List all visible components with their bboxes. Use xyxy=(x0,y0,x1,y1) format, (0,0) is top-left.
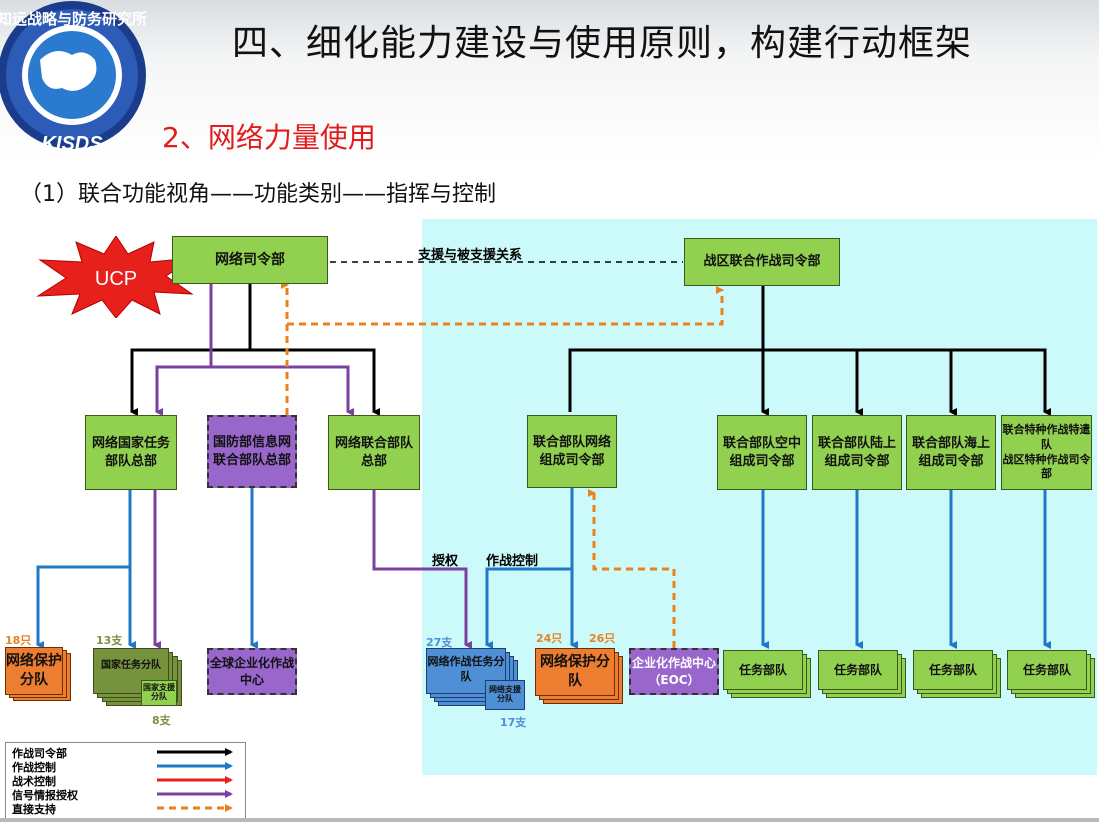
nmf-hq-label: 网络国家任务部队总部 xyxy=(91,435,170,469)
cst-count: 17支 xyxy=(500,716,527,729)
section-heading: （1）联合功能视角——功能类别——指挥与控制 xyxy=(20,182,496,207)
kisds-logo: KISDS 知远战略与防务研究所 xyxy=(0,1,147,155)
jf-hq-box: 网络联合部队总部 xyxy=(328,415,420,490)
task-force-4-box: 任务部队 xyxy=(1007,650,1087,690)
gec-label: 全球企业化作战中心 xyxy=(209,656,294,687)
cyber-command-box: 网络司令部 xyxy=(172,236,328,284)
task-force-2-box: 任务部队 xyxy=(818,650,898,690)
eoc-box: 企业化作战中心（EOC） xyxy=(629,648,719,695)
nmf-hq-box: 网络国家任务部队总部 xyxy=(85,415,177,490)
support-line-disa-theater xyxy=(287,286,724,326)
legend-label-support: 直接支持 xyxy=(12,803,56,816)
air-component-label: 联合部队空中组成司令部 xyxy=(722,435,801,469)
cst-box: 网络支援分队 xyxy=(485,680,525,710)
cst-label: 网络支援分队 xyxy=(489,685,521,703)
jf-hq-label: 网络联合部队总部 xyxy=(334,435,413,469)
authorization-line-cmt xyxy=(372,490,472,649)
theater-command-box: 战区联合作战司令部 xyxy=(684,238,840,286)
cmt-count: 27支 xyxy=(426,636,453,649)
authorization-label: 授权 xyxy=(432,554,459,569)
cmt-label: 网络作战任务分队 xyxy=(427,655,505,683)
task-force-2-label: 任务部队 xyxy=(833,662,882,677)
sea-component-box: 联合部队海上组成司令部 xyxy=(906,415,996,490)
sof-component-label-1: 联合特种作战特遣队 xyxy=(1002,422,1091,451)
task-force-3-label: 任务部队 xyxy=(928,662,977,677)
command-line-nmf xyxy=(130,284,252,416)
opcon-line-cpt-left xyxy=(36,565,130,649)
jfcc-cyber-box: 联合部队网络组成司令部 xyxy=(527,415,617,488)
logo-bottom-text: KISDS xyxy=(41,133,103,155)
sigint-line-nmf xyxy=(155,284,213,416)
nst-box: 国家支援分队 xyxy=(141,680,177,706)
sigint-line-jf xyxy=(211,365,354,416)
legend-label-sigint: 信号情报授权 xyxy=(12,789,78,802)
opcon-line-cmt xyxy=(485,567,572,649)
task-force-4-label: 任务部队 xyxy=(1022,662,1071,677)
eoc-label: 企业化作战中心（EOC） xyxy=(631,656,716,687)
cpt-right-count-b: 26只 xyxy=(589,632,616,645)
cpt-left-count: 18只 xyxy=(5,634,32,647)
support-relation-label: 支援与被支援关系 xyxy=(418,248,523,263)
cpt-right-count-a: 24只 xyxy=(536,632,563,645)
page-subtitle: 2、网络力量使用 xyxy=(162,121,376,154)
disa-hq-box: 国防部信息网联合部队总部 xyxy=(207,415,297,488)
disa-hq-label: 国防部信息网联合部队总部 xyxy=(212,434,291,468)
sof-component-box: 联合特种作战特遣队 战区特种作战司令部 xyxy=(1001,415,1092,490)
logo-arc-text: 知远战略与防务研究所 xyxy=(0,10,147,28)
theater-command-label: 战区联合作战司令部 xyxy=(703,254,821,270)
cyber-command-label: 网络司令部 xyxy=(215,251,285,268)
ucp-starburst: UCP xyxy=(36,236,195,318)
cpt-left-box: 网络保护分队 xyxy=(5,647,63,695)
task-force-1-box: 任务部队 xyxy=(723,650,803,690)
task-force-1-label: 任务部队 xyxy=(738,662,787,677)
cpt-right-label: 网络保护分队 xyxy=(540,654,610,689)
cpt-left-label: 网络保护分队 xyxy=(6,653,62,688)
sea-component-label: 联合部队海上组成司令部 xyxy=(911,435,990,469)
nmt-label: 国家任务分队 xyxy=(101,660,161,671)
cpt-right-box: 网络保护分队 xyxy=(535,648,615,696)
legend-swatches xyxy=(157,748,233,812)
land-component-label: 联合部队陆上组成司令部 xyxy=(817,435,896,469)
air-component-box: 联合部队空中组成司令部 xyxy=(717,415,807,490)
page-title: 四、细化能力建设与使用原则，构建行动框架 xyxy=(232,23,973,64)
gec-box: 全球企业化作战中心 xyxy=(207,648,297,695)
nst-label: 国家支援分队 xyxy=(143,683,175,701)
ucp-label: UCP xyxy=(95,268,137,290)
command-line-jf xyxy=(250,348,380,416)
support-line-eoc xyxy=(588,489,676,648)
legend: 作战司令部 作战控制 战术控制 信号情报授权 直接支持 xyxy=(5,742,246,819)
land-component-box: 联合部队陆上组成司令部 xyxy=(812,415,902,490)
sof-component-label-2: 战区特种作战司令部 xyxy=(1002,452,1091,481)
jfcc-cyber-label: 联合部队网络组成司令部 xyxy=(532,434,611,468)
opcon-label: 作战控制 xyxy=(486,554,539,569)
header-band xyxy=(0,0,1099,163)
nmt-count: 13支 xyxy=(96,634,123,647)
footer-divider xyxy=(0,818,1099,822)
nst-count: 8支 xyxy=(152,714,171,727)
legend-label-tacon: 战术控制 xyxy=(12,775,56,788)
command-line-components xyxy=(568,348,1051,416)
task-force-3-box: 任务部队 xyxy=(913,650,993,690)
legend-label-opcon: 作战控制 xyxy=(12,761,56,774)
legend-label-combatant: 作战司令部 xyxy=(12,747,67,760)
